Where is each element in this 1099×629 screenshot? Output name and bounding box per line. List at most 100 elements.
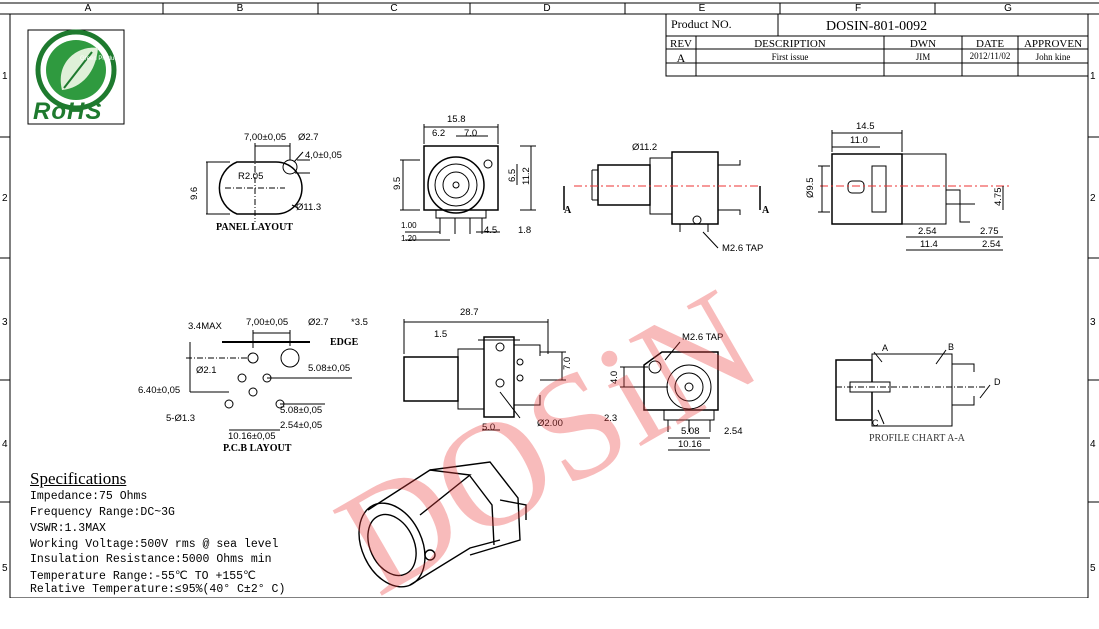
profile-chart-callout-b: B	[948, 342, 955, 352]
front-view-drawing	[400, 124, 536, 241]
row-description: First issue	[771, 52, 809, 62]
profile-chart-callout-a: A	[882, 343, 889, 353]
panel-dim-d4: R2.05	[238, 171, 264, 182]
grid-row-1-right: 1	[1090, 71, 1096, 82]
pcb-layout-title: P.C.B LAYOUT	[223, 443, 292, 454]
front-dim-f: 1.20	[401, 234, 417, 243]
panel-dim-d5: 9.6	[189, 186, 200, 200]
row-date: 2012/11/02	[969, 51, 1011, 61]
header-description: DESCRIPTION	[754, 38, 826, 50]
pcb-dim-d: 5.08±0,05	[308, 363, 351, 374]
spec-impedance: Impedance:75 Ohms	[30, 490, 148, 503]
panel-layout-title: PANEL LAYOUT	[216, 222, 293, 233]
pcb-dim-g: 5.08±0,05	[280, 405, 323, 416]
header-dwn: DWN	[909, 38, 937, 50]
pcb-dim-c: Ø2.1	[196, 365, 217, 376]
product-no-label: Product NO.	[671, 17, 732, 31]
pcb-dim-max: 3.4MAX	[188, 321, 222, 332]
profile-dim-d: 2.54	[724, 426, 743, 437]
spec-insulation: Insulation Resistance:5000 Ohms min	[30, 553, 272, 566]
bottom-dim-a: 1.5	[434, 329, 448, 340]
section-marker-right: A	[762, 205, 770, 216]
spec-temperature: Temperature Range:-55℃ TO +155℃	[30, 570, 256, 583]
grid-row-3-right: 3	[1090, 317, 1096, 328]
front-dim-g: 4.5	[484, 225, 498, 236]
rohs-logo-tagline: Green Product	[80, 56, 120, 62]
pcb-layout-drawing	[186, 330, 352, 431]
grid-col-f: F	[854, 3, 862, 14]
side-dim-tap: M2.6 TAP	[722, 243, 764, 254]
panel-dim-d3: 4,0±0,05	[305, 150, 342, 161]
profile-dim-c: 5.08	[681, 426, 700, 437]
panel-dim-d2: Ø2.7	[298, 132, 319, 143]
spec-relative-temperature: Relative Temperature:≤95%(40° C±2° C)	[30, 583, 286, 596]
grid-row-4-right: 4	[1090, 439, 1096, 450]
rohs-logo-icon	[27, 29, 125, 125]
front-dim-e: 1.00	[401, 221, 417, 230]
profile-chart-drawing	[835, 349, 991, 427]
front-dim-b: 7.0	[464, 128, 478, 139]
header-approven: APPROVEN	[1023, 38, 1083, 50]
spec-voltage: Working Voltage:500V rms @ sea level	[30, 538, 279, 551]
front-dim-c: 6.5	[507, 168, 518, 182]
pcb-dim-i: 10.16±0,05	[228, 431, 276, 442]
rear-dim-b: 11.0	[850, 135, 868, 146]
profile-dim-e: 10.16	[678, 439, 702, 450]
specifications-title: Specifications	[30, 469, 127, 488]
rear-view-drawing	[818, 130, 1010, 251]
rear-dim-d: 2.54	[918, 226, 937, 237]
pcb-dim-e: 6.40±0,05	[138, 385, 181, 396]
grid-col-g: G	[1004, 3, 1012, 14]
section-marker-left: A	[564, 205, 572, 216]
profile-view-drawing	[620, 341, 719, 451]
front-dim-d: 11.2	[521, 167, 532, 185]
header-rev: REV	[670, 38, 692, 50]
front-dim-h2: 1.8	[518, 225, 532, 236]
panel-dim-d6: Ø11.3	[296, 202, 322, 213]
profile-chart-title: PROFILE CHART A-A	[869, 433, 965, 444]
pcb-dim-b-tail: *3.5	[351, 317, 368, 328]
spec-vswr: VSWR:1.3MAX	[30, 522, 106, 535]
row-rev: A	[676, 51, 686, 65]
rear-dim-c: 4.75	[993, 187, 1004, 207]
grid-row-1-left: 1	[2, 71, 8, 82]
side-view-drawing	[563, 151, 761, 249]
profile-chart-callout-c: C	[872, 418, 879, 428]
bottom-dim-c: 5.0	[482, 422, 496, 433]
grid-row-2-right: 2	[1090, 193, 1096, 204]
side-dim-dia: Ø11.2	[632, 142, 658, 153]
pcb-dim-f: 5-Ø1.3	[166, 413, 196, 424]
profile-dim-tap: M2.6 TAP	[682, 332, 724, 343]
grid-row-4-left: 4	[2, 439, 8, 450]
product-no-value: DOSIN-801-0092	[826, 19, 928, 34]
profile-dim-b: 2.3	[604, 413, 618, 424]
rear-dim-f: 11.4	[920, 239, 938, 250]
grid-row-2-left: 2	[2, 193, 8, 204]
grid-col-e: E	[698, 3, 706, 14]
drawing-linework	[0, 2, 1099, 598]
rear-dim-g: 2.54	[982, 239, 1001, 250]
panel-dim-d1: 7,00±0,05	[244, 132, 287, 143]
bottom-dim-len: 28.7	[460, 307, 479, 318]
profile-chart-callout-d: D	[994, 377, 1001, 387]
grid-col-b: B	[236, 3, 244, 14]
header-date: DATE	[975, 38, 1005, 50]
rear-dim-a: 14.5	[856, 121, 875, 132]
bottom-view-drawing	[403, 319, 566, 431]
front-dim-a: 6.2	[432, 128, 446, 139]
rohs-logo-text: RoHS	[33, 98, 103, 125]
front-dim-w: 15.8	[447, 114, 466, 125]
pcb-edge-label: EDGE	[330, 337, 359, 348]
pcb-dim-h: 2.54±0,05	[280, 420, 323, 431]
connector-render-illustration	[358, 461, 527, 588]
front-dim-h: 9.5	[392, 176, 403, 190]
grid-row-5-left: 5	[2, 563, 8, 574]
grid-col-c: C	[390, 3, 398, 14]
spec-frequency: Frequency Range:DC~3G	[30, 506, 175, 519]
row-dwn: JIM	[915, 52, 931, 62]
panel-layout-drawing	[206, 143, 310, 222]
rear-dim-dia: Ø9.5	[805, 177, 816, 198]
row-approven: John kine	[1035, 52, 1071, 62]
grid-col-a: A	[84, 3, 92, 14]
